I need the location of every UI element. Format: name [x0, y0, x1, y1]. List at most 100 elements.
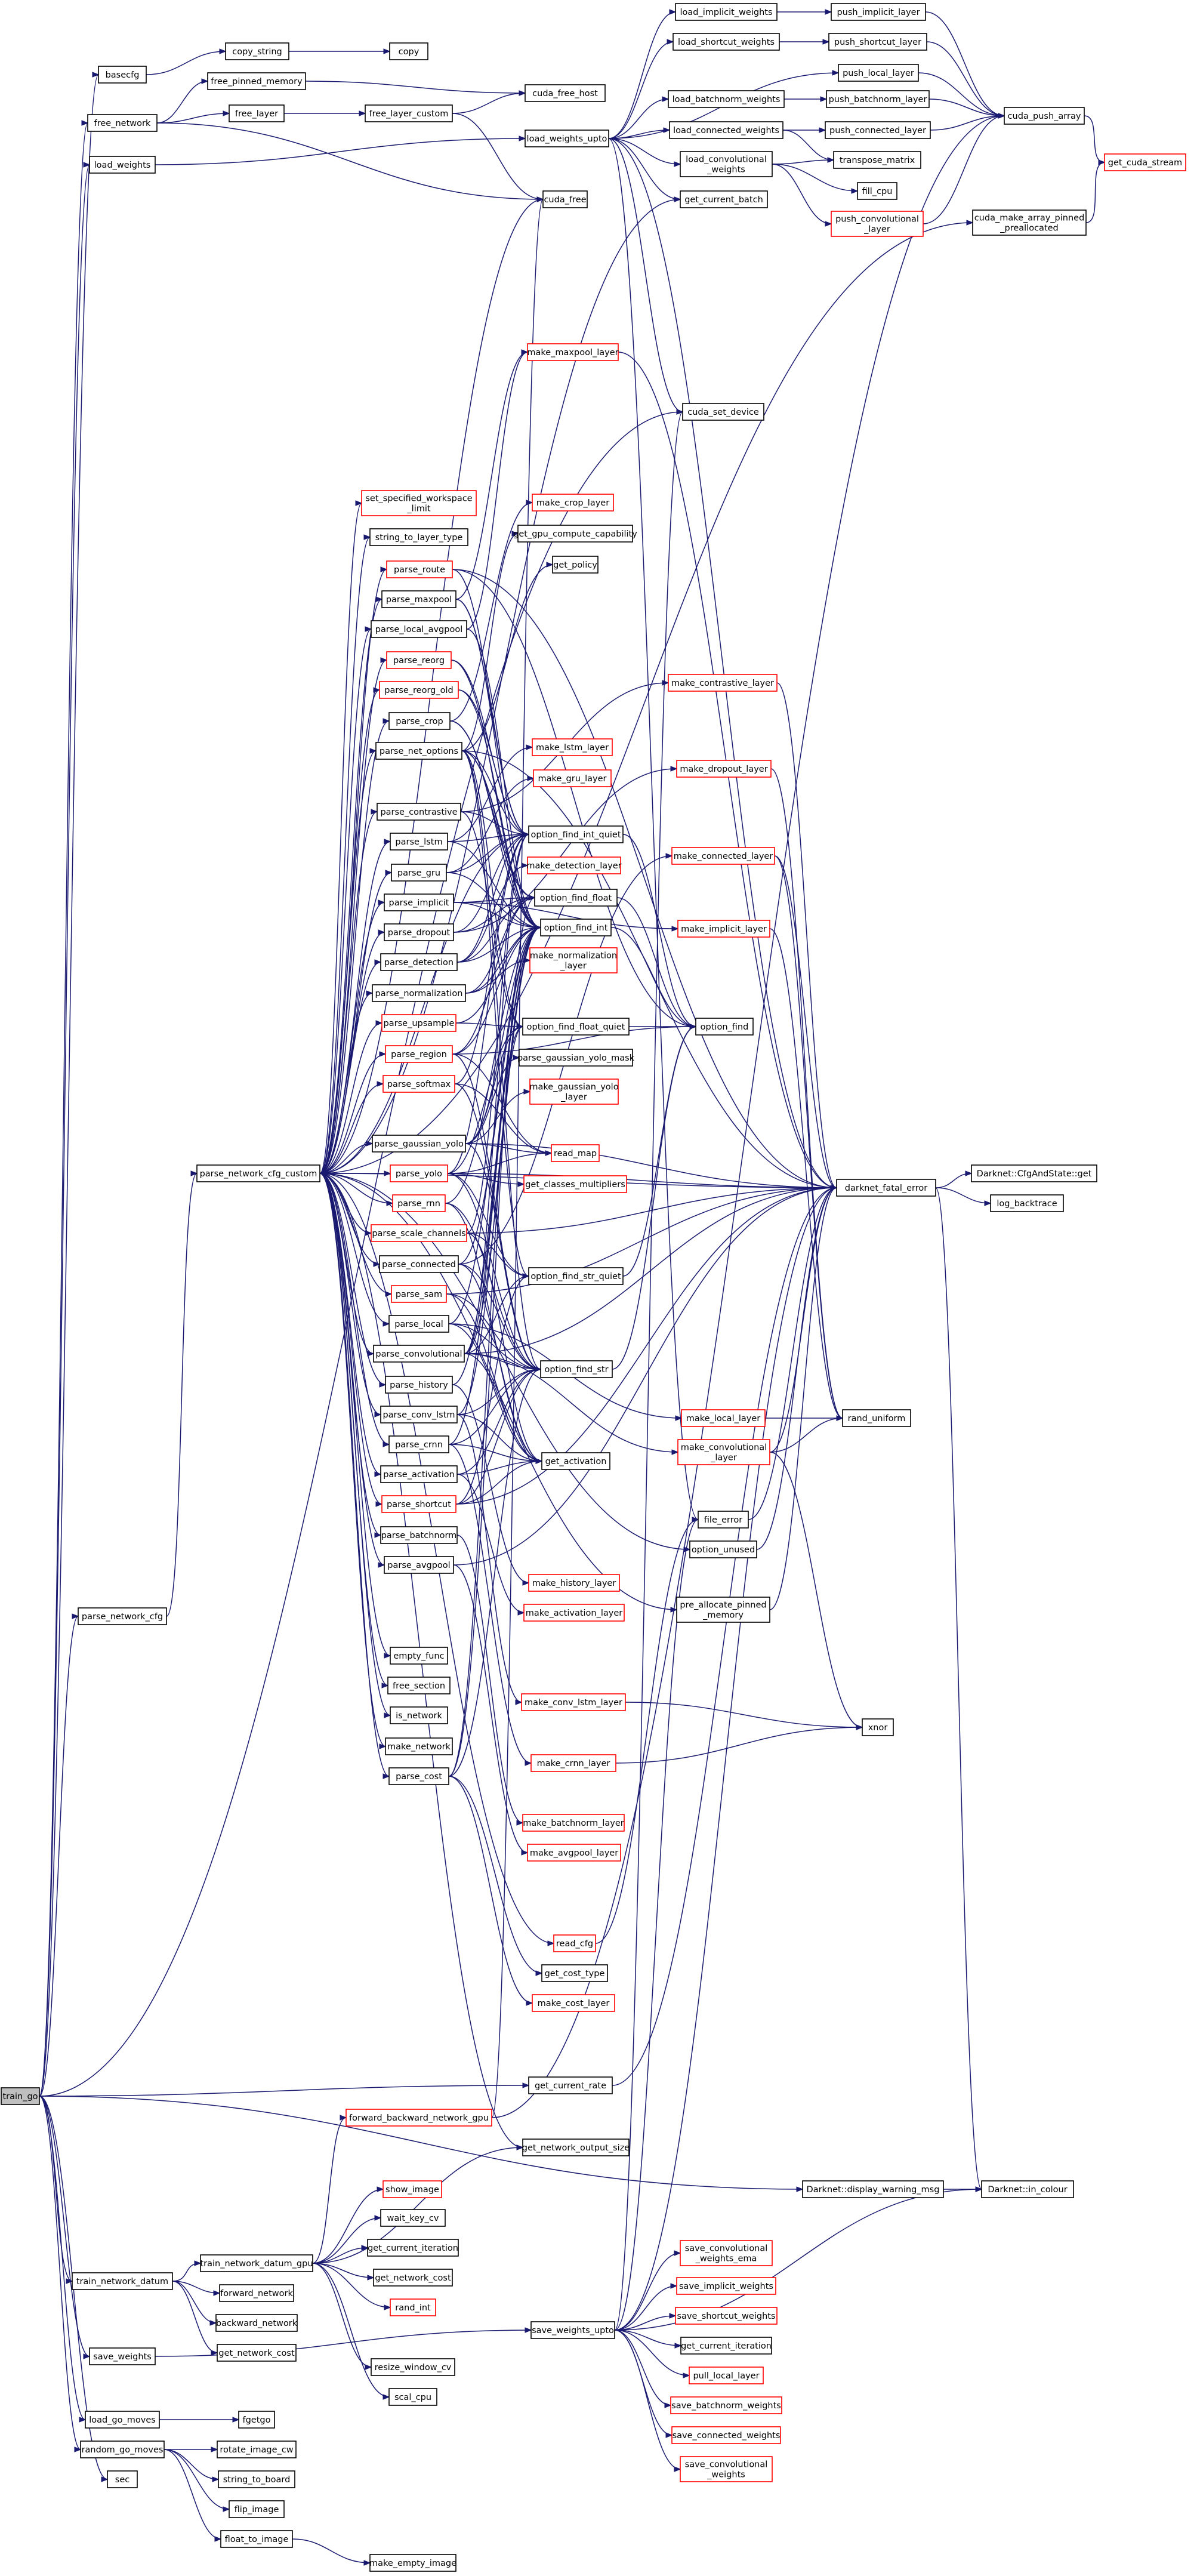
node-box[interactable] [527, 1844, 621, 1862]
node-box[interactable] [373, 2269, 453, 2287]
node-box[interactable] [542, 190, 588, 208]
node-save_batchnorm_weights[interactable]: save_batchnorm_weights [670, 2396, 782, 2414]
node-save_connected_weights[interactable]: save_connected_weights [671, 2426, 781, 2444]
node-box[interactable] [673, 33, 780, 51]
node-parse_reorg[interactable]: parse_reorg [386, 651, 452, 669]
node-parse_avgpool[interactable]: parse_avgpool [384, 1556, 454, 1574]
node-parse_network_cfg[interactable]: parse_network_cfg [78, 1607, 167, 1625]
node-box[interactable] [238, 2411, 275, 2429]
node-box[interactable] [390, 1164, 448, 1182]
node-load_implicit_weights[interactable]: load_implicit_weights [675, 3, 778, 21]
node-cuda_free_host[interactable]: cuda_free_host [525, 84, 606, 102]
node-option_find_str_quiet[interactable]: option_find_str_quiet [528, 1267, 624, 1285]
node-box[interactable] [675, 3, 778, 21]
node-box[interactable] [981, 2180, 1074, 2198]
node-make_local_layer[interactable]: make_local_layer [681, 1409, 766, 1427]
node-make_normalization_layer[interactable]: make_normalization_layer [529, 947, 618, 973]
node-parse_upsample[interactable]: parse_upsample [381, 1014, 456, 1032]
node-push_batchnorm_layer[interactable]: push_batchnorm_layer [826, 90, 930, 108]
node-box[interactable] [677, 1439, 770, 1465]
node-copy[interactable]: copy [389, 42, 428, 60]
node-parse_maxpool[interactable]: parse_maxpool [381, 590, 456, 608]
node-box[interactable] [382, 1075, 455, 1093]
node-load_batchnorm_weights[interactable]: load_batchnorm_weights [668, 90, 785, 108]
node-make_dropout_layer[interactable]: make_dropout_layer [676, 760, 772, 778]
node-file_error[interactable]: file_error [698, 1511, 749, 1529]
node-option_find[interactable]: option_find [695, 1018, 754, 1036]
node-make_avgpool_layer[interactable]: make_avgpool_layer [527, 1844, 621, 1862]
node-make_gru_layer[interactable]: make_gru_layer [533, 769, 612, 787]
node-box[interactable] [373, 1345, 465, 1363]
node-box[interactable] [369, 2554, 456, 2572]
node-box[interactable] [680, 2456, 773, 2482]
node-box[interactable] [689, 2367, 764, 2384]
node-box[interactable] [802, 2180, 944, 2198]
node-box[interactable] [372, 1135, 466, 1153]
node-box[interactable] [826, 90, 930, 108]
node-box[interactable] [680, 2240, 773, 2266]
node-float_to_image[interactable]: float_to_image [220, 2530, 293, 2548]
node-box[interactable] [530, 1754, 616, 1772]
node-make_connected_layer[interactable]: make_connected_layer [671, 847, 775, 865]
node-box[interactable] [225, 42, 289, 60]
node-box[interactable] [857, 182, 897, 200]
node-box[interactable] [196, 1164, 320, 1182]
node-push_connected_layer[interactable]: push_connected_layer [825, 121, 931, 139]
node-box[interactable] [392, 1194, 446, 1212]
node-box[interactable] [521, 1693, 626, 1711]
node-train_go[interactable]: train_go [1, 2087, 40, 2105]
node-load_weights[interactable]: load_weights [89, 156, 156, 174]
node-train_network_datum_gpu[interactable]: train_network_datum_gpu [200, 2254, 313, 2272]
node-box[interactable] [367, 2239, 459, 2257]
node-box[interactable] [532, 738, 613, 756]
node-box[interactable] [525, 130, 609, 147]
node-box[interactable] [523, 1604, 625, 1622]
node-box[interactable] [698, 1511, 749, 1529]
node-box[interactable] [532, 1994, 615, 2012]
node-rotate_image_cw[interactable]: rotate_image_cw [217, 2441, 297, 2458]
node-box[interactable] [671, 2426, 781, 2444]
node-box[interactable] [676, 1597, 770, 1623]
node-box[interactable] [369, 528, 468, 546]
node-box[interactable] [388, 2388, 437, 2406]
node-box[interactable] [972, 209, 1087, 236]
node-box[interactable] [391, 864, 447, 882]
node-box[interactable] [842, 1409, 911, 1427]
node-forward_backward_network_gpu[interactable]: forward_backward_network_gpu [345, 2109, 492, 2127]
node-parse_rnn[interactable]: parse_rnn [392, 1194, 446, 1212]
node-xnor[interactable]: xnor [862, 1718, 894, 1736]
node-box[interactable] [380, 1526, 458, 1544]
node-box[interactable] [527, 856, 621, 874]
node-box[interactable] [681, 1409, 766, 1427]
node-box[interactable] [388, 1315, 449, 1333]
node-box[interactable] [385, 1045, 453, 1063]
node-box[interactable] [1, 2087, 40, 2105]
node-box[interactable] [533, 769, 612, 787]
node-box[interactable] [391, 1285, 447, 1303]
node-box[interactable] [388, 1767, 449, 1785]
node-box[interactable] [541, 1964, 608, 1982]
node-cuda_make_array_pinned_preallocated[interactable]: cuda_make_array_pinned_preallocated [972, 209, 1087, 236]
node-box[interactable] [381, 1495, 456, 1513]
node-box[interactable] [229, 104, 285, 122]
node-box[interactable] [89, 2347, 156, 2365]
node-box[interactable] [971, 1164, 1097, 1182]
node-box[interactable] [371, 1224, 467, 1242]
node-read_cfg[interactable]: read_cfg [553, 1934, 596, 1952]
node-box[interactable] [380, 1465, 458, 1483]
node-box[interactable] [540, 1360, 613, 1378]
node-make_crnn_layer[interactable]: make_crnn_layer [530, 1754, 616, 1772]
node-make_network[interactable]: make_network [385, 1737, 453, 1755]
node-save_implicit_weights[interactable]: save_implicit_weights [676, 2277, 776, 2295]
node-box[interactable] [828, 33, 927, 51]
node-box[interactable] [525, 84, 606, 102]
node-box[interactable] [78, 1607, 167, 1625]
node-box[interactable] [390, 1647, 448, 1665]
node-box[interactable] [107, 2470, 138, 2488]
node-option_find_float[interactable]: option_find_float [534, 889, 618, 907]
node-box[interactable] [522, 1018, 630, 1036]
node-parse_history[interactable]: parse_history [385, 1376, 453, 1394]
node-parse_softmax[interactable]: parse_softmax [382, 1075, 455, 1093]
node-box[interactable] [229, 2500, 285, 2518]
node-random_go_moves[interactable]: random_go_moves [80, 2441, 165, 2458]
